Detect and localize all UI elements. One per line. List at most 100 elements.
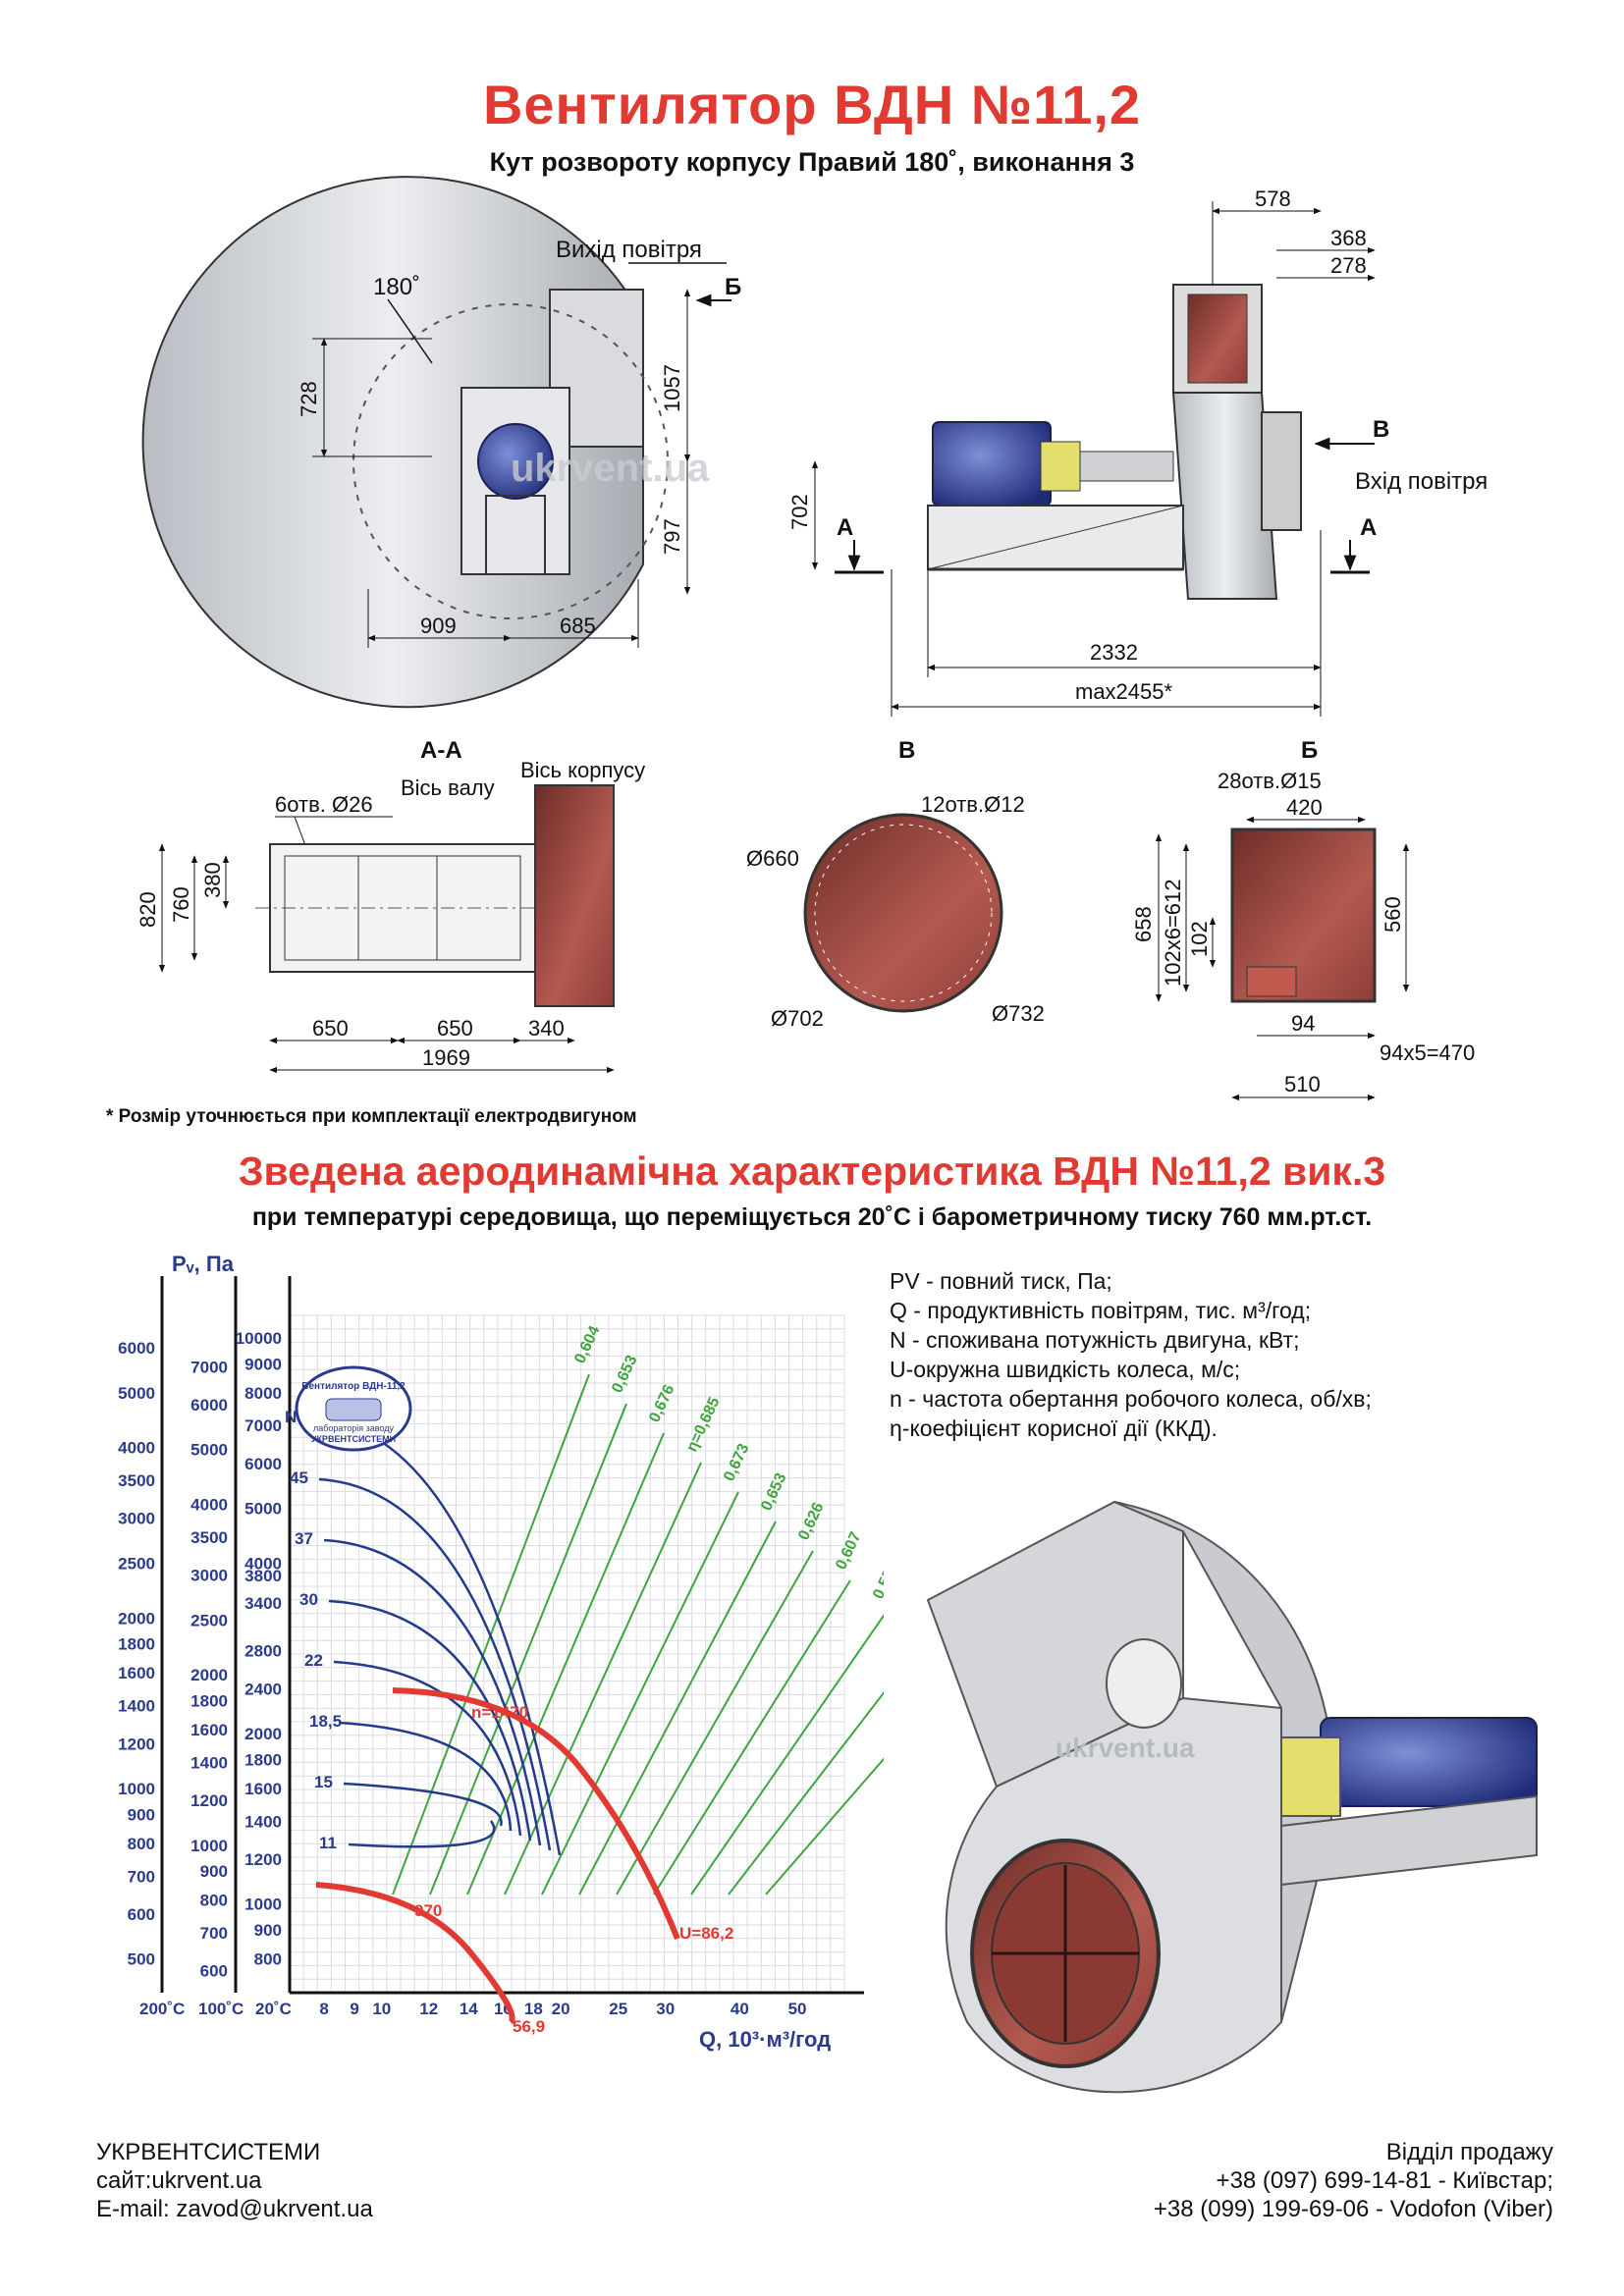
- efficiency-label: η=0,685: [683, 1395, 723, 1455]
- legend-q: Q - продуктивність повітрям, тис. м³/год…: [890, 1298, 1312, 1323]
- y-tick-200c: 1000: [118, 1780, 155, 1798]
- x-tick: 14: [460, 2000, 478, 2018]
- view-bb: Б 28отв.Ø15 420 658 102x6=612 102 560 94…: [1131, 737, 1475, 1101]
- y-tick-200c: 3500: [118, 1471, 155, 1490]
- body-axis-label: Вісь корпусу: [520, 758, 645, 782]
- x-tick: 25: [609, 2000, 627, 2018]
- y-tick-200c: 500: [128, 1950, 155, 1969]
- section-aa-title: А-А: [420, 737, 462, 764]
- x-tick: 40: [731, 2000, 749, 2018]
- y-axis-title: Pᵥ, Па: [172, 1252, 235, 1276]
- y-tick-20c: 10000: [236, 1329, 282, 1348]
- bolt-circle: [352, 303, 669, 619]
- dim-2332: 2332: [1090, 640, 1138, 665]
- email-link[interactable]: E-mail: zavod@ukrvent.ua: [96, 2196, 373, 2222]
- y-tick-20c: 3800: [244, 1567, 282, 1585]
- efficiency-label: 0,626: [795, 1500, 827, 1543]
- dia-660: Ø660: [746, 846, 799, 871]
- power-label: 22: [304, 1651, 323, 1670]
- y-tick-100c: 600: [200, 1962, 228, 1981]
- dim-94: 94: [1291, 1011, 1315, 1036]
- y-tick-20c: 3400: [244, 1594, 282, 1613]
- inlet-flange: [1261, 411, 1302, 531]
- y-tick-100c: 4000: [190, 1496, 228, 1515]
- dim-278: 278: [1330, 253, 1367, 278]
- mark-a-left: А: [837, 514, 853, 541]
- power-curve: [318, 1477, 552, 1851]
- dim-560: 560: [1380, 896, 1405, 933]
- chart-legend: PV - повний тиск, Па; Q - продуктивність…: [890, 1266, 1372, 1443]
- power-label: 18,5: [309, 1712, 342, 1731]
- site-link[interactable]: сайт:ukrvent.ua: [96, 2167, 262, 2194]
- legend-u: U-окружна швидкість колеса, м/с;: [890, 1357, 1241, 1382]
- dim-340: 340: [528, 1016, 565, 1041]
- legend-pv: PV - повний тиск, Па;: [890, 1268, 1112, 1294]
- efficiency-label: 0,653: [758, 1470, 789, 1514]
- y-tick-100c: 6000: [190, 1396, 228, 1415]
- efficiency-line: [504, 1462, 702, 1896]
- efficiency-label: 0,604: [571, 1323, 603, 1366]
- dim-650b: 650: [437, 1016, 473, 1041]
- badge-line3: УКРВЕНТСИСТЕМИ: [311, 1434, 396, 1444]
- power-label: 11: [319, 1834, 337, 1852]
- y-tick-200c: 900: [128, 1805, 155, 1824]
- y-tick-200c: 2500: [118, 1554, 155, 1573]
- y-tick-100c: 900: [200, 1862, 228, 1881]
- y-tick-100c: 3500: [190, 1528, 228, 1547]
- page-title: Вентилятор ВДН №11,2: [482, 74, 1142, 135]
- outlet-label: Вихід повітря: [556, 237, 702, 263]
- coupling: [1040, 441, 1081, 492]
- y-tick-20c: 1000: [244, 1896, 282, 1914]
- power-curve: [333, 1660, 522, 1837]
- speed-label-970: 970: [414, 1901, 442, 1920]
- watermark-3d: ukrvent.ua: [1056, 1733, 1195, 1763]
- inlet-label: Вхід повітря: [1355, 468, 1488, 495]
- x-tick: 9: [350, 2000, 358, 2018]
- company-name: УКРВЕНТСИСТЕМИ: [96, 2139, 321, 2165]
- efficiency-label: 0,676: [646, 1382, 677, 1425]
- y-tick-20c: 5000: [244, 1500, 282, 1519]
- u-label-1470: U=86,2: [679, 1924, 733, 1943]
- power-curve: [348, 1820, 496, 1848]
- phone-kyivstar[interactable]: +38 (097) 699-14-81 - Київстар;: [1216, 2167, 1553, 2194]
- y-tick-200c: 1200: [118, 1735, 155, 1753]
- y-tick-100c: 1400: [190, 1753, 228, 1772]
- y-tick-20c: 4000: [244, 1554, 282, 1573]
- y-tick-200c: 600: [128, 1905, 155, 1924]
- y-tick-200c: 5000: [118, 1384, 155, 1403]
- dim-728: 728: [297, 381, 321, 417]
- y-tick-20c: 1800: [244, 1750, 282, 1769]
- bearing-unit: [1079, 451, 1174, 482]
- phone-vodafone[interactable]: +38 (099) 199-69-06 - Vodofon (Viber): [1153, 2196, 1553, 2222]
- power-curve: [343, 1782, 503, 1827]
- y-tick-100c: 1600: [190, 1721, 228, 1739]
- badge-line1: Вентилятор ВДН-11,2: [301, 1381, 406, 1392]
- efficiency-line: [616, 1550, 814, 1896]
- power-label: 15: [314, 1773, 333, 1791]
- page-subtitle: Кут розвороту корпусу Правий 180˚, викон…: [489, 147, 1135, 177]
- efficiency-line: [578, 1521, 777, 1896]
- y-tick-20c: 8000: [244, 1384, 282, 1403]
- holes-aa: 6отв. Ø26: [275, 792, 373, 817]
- power-curve: [323, 1538, 542, 1846]
- dim-1969: 1969: [422, 1045, 470, 1070]
- legend-rpm: n - частота обертання робочого колеса, о…: [890, 1386, 1372, 1412]
- view-bb-title: Б: [1301, 737, 1318, 764]
- y-tick-20c: 6000: [244, 1455, 282, 1473]
- dim-102: 102: [1187, 921, 1212, 957]
- angle-label: 180˚: [373, 274, 420, 300]
- x-tick: 30: [656, 2000, 675, 2018]
- footer-contacts: УКРВЕНТСИСТЕМИ сайт:ukrvent.ua E-mail: z…: [96, 2138, 373, 2223]
- technical-drawings: 180˚ Вихід повітря Б 728 1057 797 909 68…: [135, 176, 1488, 1101]
- y-tick-20c: 9000: [244, 1355, 282, 1373]
- power-curve: [328, 1599, 532, 1842]
- u-label-970: 56,9: [513, 2017, 545, 2036]
- dim-420: 420: [1286, 795, 1323, 820]
- dim-702: 702: [787, 494, 812, 530]
- x-tick: 50: [788, 2000, 807, 2018]
- x-tick: 10: [372, 2000, 391, 2018]
- motor-body: [477, 423, 554, 500]
- watermark-front: ukrvent.ua: [511, 447, 710, 490]
- y-tick-20c: 1200: [244, 1850, 282, 1869]
- housing-section: [534, 784, 615, 1007]
